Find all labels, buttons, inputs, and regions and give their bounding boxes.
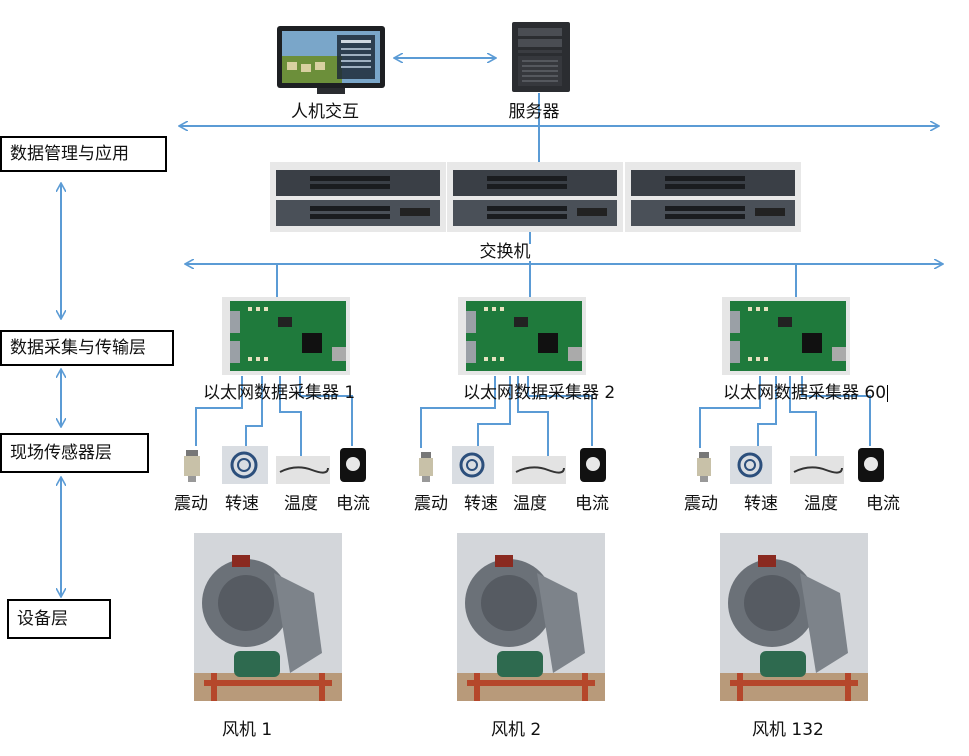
speed-sensor-icon	[730, 446, 772, 484]
fan-image-3	[720, 533, 868, 701]
sensor-label-vibration: 震动	[174, 494, 208, 514]
sensor-label-current: 电流	[866, 494, 900, 514]
sensor-label-speed: 转速	[464, 494, 498, 514]
collector-board-3	[722, 297, 850, 375]
fan-label-1: 风机 1	[222, 720, 273, 740]
switch-image-2	[447, 162, 623, 232]
collector-label-3: 以太网数据采集器 60	[723, 383, 889, 403]
switch-image-1	[270, 162, 446, 232]
current-sensor-icon	[338, 446, 368, 484]
collector-label-1: 以太网数据采集器 1	[203, 383, 356, 403]
hmi-label: 人机交互	[291, 102, 359, 122]
temperature-sensor-icon	[512, 456, 566, 484]
current-sensor-icon	[578, 446, 608, 484]
layer-field-sensors: 现场传感器层	[0, 433, 149, 473]
collector-label-2: 以太网数据采集器 2	[463, 383, 616, 403]
layer-data-management: 数据管理与应用	[0, 136, 167, 172]
layer-data-acquisition: 数据采集与传输层	[0, 330, 174, 366]
sensor-label-temperature: 温度	[513, 494, 547, 514]
temperature-sensor-icon	[276, 456, 330, 484]
sensor-label-temperature: 温度	[284, 494, 318, 514]
collector-board-2	[458, 297, 586, 375]
vibration-sensor-icon	[414, 450, 438, 484]
vibration-sensor-icon	[178, 448, 206, 484]
sensor-label-vibration: 震动	[684, 494, 718, 514]
sensor-label-temperature: 温度	[804, 494, 838, 514]
speed-sensor-icon	[452, 446, 494, 484]
server-image	[508, 20, 574, 94]
vibration-sensor-icon	[692, 450, 716, 484]
layer-equipment: 设备层	[7, 599, 111, 639]
switch-label: 交换机	[477, 242, 533, 262]
collector-board-1	[222, 297, 350, 375]
hmi-monitor-image	[277, 26, 385, 94]
temperature-sensor-icon	[790, 456, 844, 484]
fan-label-2: 风机 2	[491, 720, 542, 740]
sensor-label-current: 电流	[336, 494, 370, 514]
sensor-label-speed: 转速	[225, 494, 259, 514]
switch-image-3	[625, 162, 801, 232]
fan-image-1	[194, 533, 342, 701]
fan-image-2	[457, 533, 605, 701]
server-label: 服务器	[508, 102, 560, 122]
sensor-label-current: 电流	[575, 494, 609, 514]
current-sensor-icon	[856, 446, 886, 484]
sensor-label-vibration: 震动	[414, 494, 448, 514]
speed-sensor-icon	[222, 446, 268, 484]
fan-label-3: 风机 132	[752, 720, 824, 740]
sensor-label-speed: 转速	[744, 494, 778, 514]
